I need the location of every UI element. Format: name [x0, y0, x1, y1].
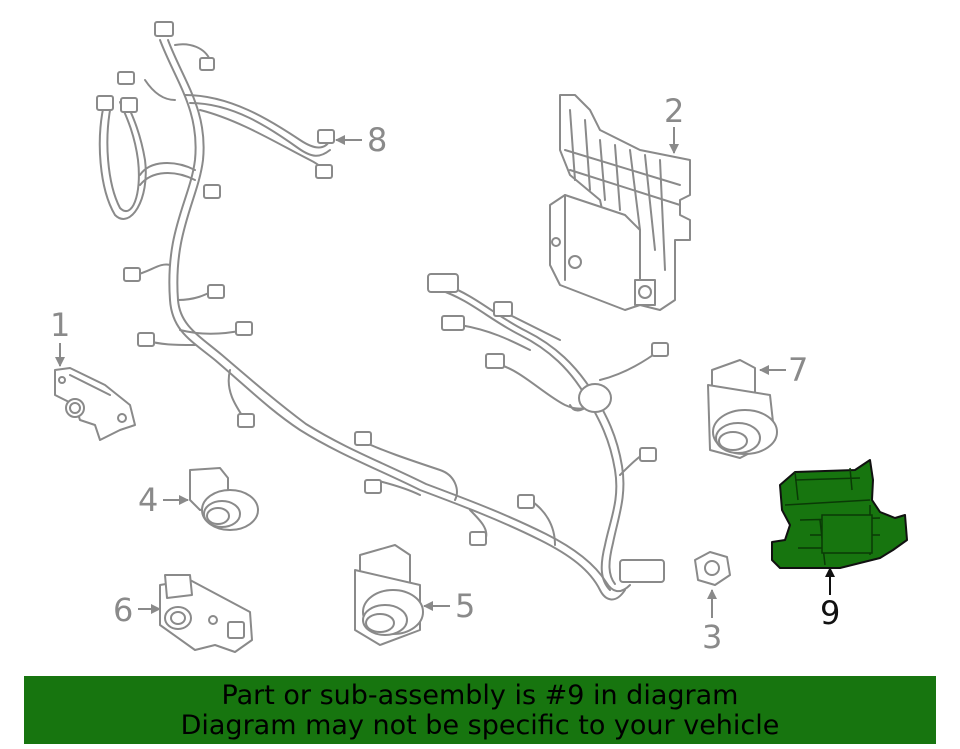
control-module-part-2[interactable]	[549, 94, 691, 311]
callout-4: 4	[138, 481, 158, 519]
leader-lines	[55, 127, 835, 618]
sensor-part-4[interactable]	[189, 467, 259, 531]
callout-8: 8	[367, 121, 387, 159]
notice-banner: Part or sub-assembly is #9 in diagram Di…	[24, 676, 936, 744]
banner-line-1: Part or sub-assembly is #9 in diagram	[221, 680, 739, 711]
callout-9: 9	[820, 594, 840, 632]
banner-line-2: Diagram may not be specific to your vehi…	[180, 710, 780, 741]
callout-6: 6	[113, 591, 133, 629]
sensor-part-5[interactable]	[354, 544, 424, 646]
callout-5: 5	[455, 587, 475, 625]
sensor-part-7[interactable]	[707, 359, 778, 459]
sensor-holder-part-6[interactable]	[159, 574, 253, 653]
callout-3: 3	[702, 618, 722, 656]
callout-1: 1	[50, 306, 70, 344]
highlighted-module-part-9[interactable]	[771, 459, 908, 569]
sensor-bracket-part-1[interactable]	[54, 367, 136, 441]
nut-part-3[interactable]	[694, 551, 731, 586]
callout-7: 7	[788, 351, 808, 389]
wiring-harness-part-8[interactable]	[96, 21, 669, 601]
callout-2: 2	[664, 92, 684, 130]
